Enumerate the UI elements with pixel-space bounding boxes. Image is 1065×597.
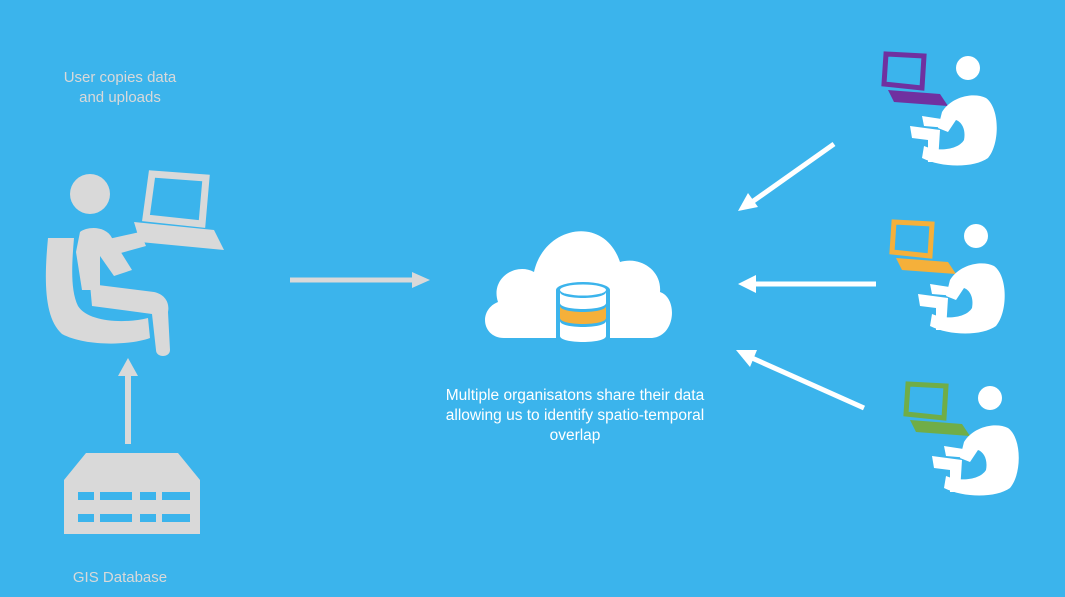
user-at-laptop-icon xyxy=(881,51,997,166)
user-at-laptop-icon xyxy=(903,381,1019,496)
org-arrow-2 xyxy=(738,275,876,293)
org-arrow-1 xyxy=(738,141,836,211)
upload-arrow-right xyxy=(290,272,430,288)
cloud-caption-label: Multiple organisatons share their data a… xyxy=(445,387,705,445)
cloud-database-icon xyxy=(485,231,672,348)
user-at-laptop-icon xyxy=(889,219,1005,334)
upload-arrow-up xyxy=(118,358,138,444)
user-upload-label: User copies data and uploads xyxy=(63,69,177,106)
server-icon xyxy=(64,453,200,534)
gis-database-label: GIS Database xyxy=(72,569,168,586)
user-at-laptop-icon xyxy=(45,170,224,356)
org-arrow-3 xyxy=(736,350,866,411)
